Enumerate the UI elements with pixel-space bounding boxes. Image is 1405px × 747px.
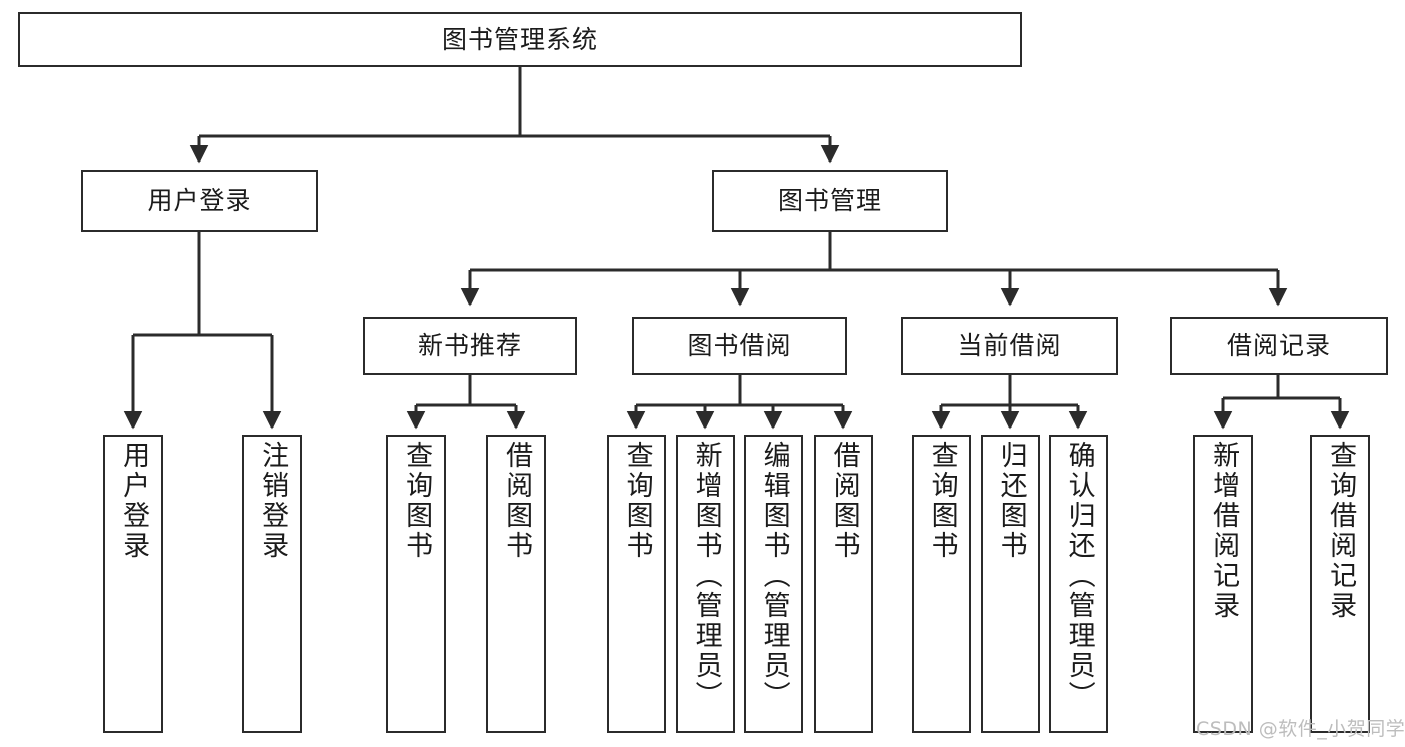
leaf-borrow-book[interactable]: 借阅图书 <box>814 435 873 733</box>
node-user-login[interactable]: 用户登录 <box>81 170 318 232</box>
node-label: 归还图书 <box>995 441 1027 561</box>
node-label: 借阅记录 <box>1226 331 1331 360</box>
node-label: 当前借阅 <box>957 331 1062 360</box>
node-borrow-record[interactable]: 借阅记录 <box>1170 317 1388 375</box>
node-label: 用户登录 <box>118 441 150 561</box>
leaf-add-borrow-record[interactable]: 新增借阅记录 <box>1193 435 1253 733</box>
node-label: 新增图书（管理员） <box>690 441 722 711</box>
node-label: 查询图书 <box>401 441 433 561</box>
leaf-query-book-recommend[interactable]: 查询图书 <box>386 435 446 733</box>
leaf-confirm-return-admin[interactable]: 确认归还（管理员） <box>1049 435 1108 733</box>
node-label: 确认归还（管理员） <box>1063 441 1095 711</box>
leaf-query-borrow-record[interactable]: 查询借阅记录 <box>1310 435 1370 733</box>
leaf-add-book-admin[interactable]: 新增图书（管理员） <box>676 435 735 733</box>
node-label: 新增借阅记录 <box>1208 441 1240 621</box>
node-root-library-system[interactable]: 图书管理系统 <box>18 12 1022 67</box>
node-label: 注销登录 <box>257 441 289 561</box>
node-label: 新书推荐 <box>417 331 522 360</box>
node-current-borrow[interactable]: 当前借阅 <box>901 317 1118 375</box>
node-new-book-recommend[interactable]: 新书推荐 <box>363 317 577 375</box>
leaf-logout-login[interactable]: 注销登录 <box>242 435 302 733</box>
node-label: 借阅图书 <box>828 441 860 561</box>
leaf-borrow-book-recommend[interactable]: 借阅图书 <box>486 435 546 733</box>
node-label: 编辑图书（管理员） <box>758 441 790 711</box>
node-label: 查询图书 <box>621 441 653 561</box>
leaf-query-book-current[interactable]: 查询图书 <box>912 435 971 733</box>
node-label: 用户登录 <box>147 186 252 215</box>
node-book-manage[interactable]: 图书管理 <box>712 170 948 232</box>
leaf-user-login[interactable]: 用户登录 <box>103 435 163 733</box>
node-label: 图书管理系统 <box>441 24 598 54</box>
node-label: 图书管理 <box>777 186 882 215</box>
leaf-query-book-borrow[interactable]: 查询图书 <box>607 435 666 733</box>
leaf-return-book[interactable]: 归还图书 <box>981 435 1040 733</box>
node-book-borrow[interactable]: 图书借阅 <box>632 317 847 375</box>
csdn-watermark: CSDN @软件_小贺同学 <box>1196 718 1405 740</box>
node-label: 查询借阅记录 <box>1325 441 1357 621</box>
leaf-edit-book-admin[interactable]: 编辑图书（管理员） <box>744 435 803 733</box>
node-label: 查询图书 <box>926 441 958 561</box>
node-label: 图书借阅 <box>687 331 792 360</box>
node-label: 借阅图书 <box>501 441 533 561</box>
